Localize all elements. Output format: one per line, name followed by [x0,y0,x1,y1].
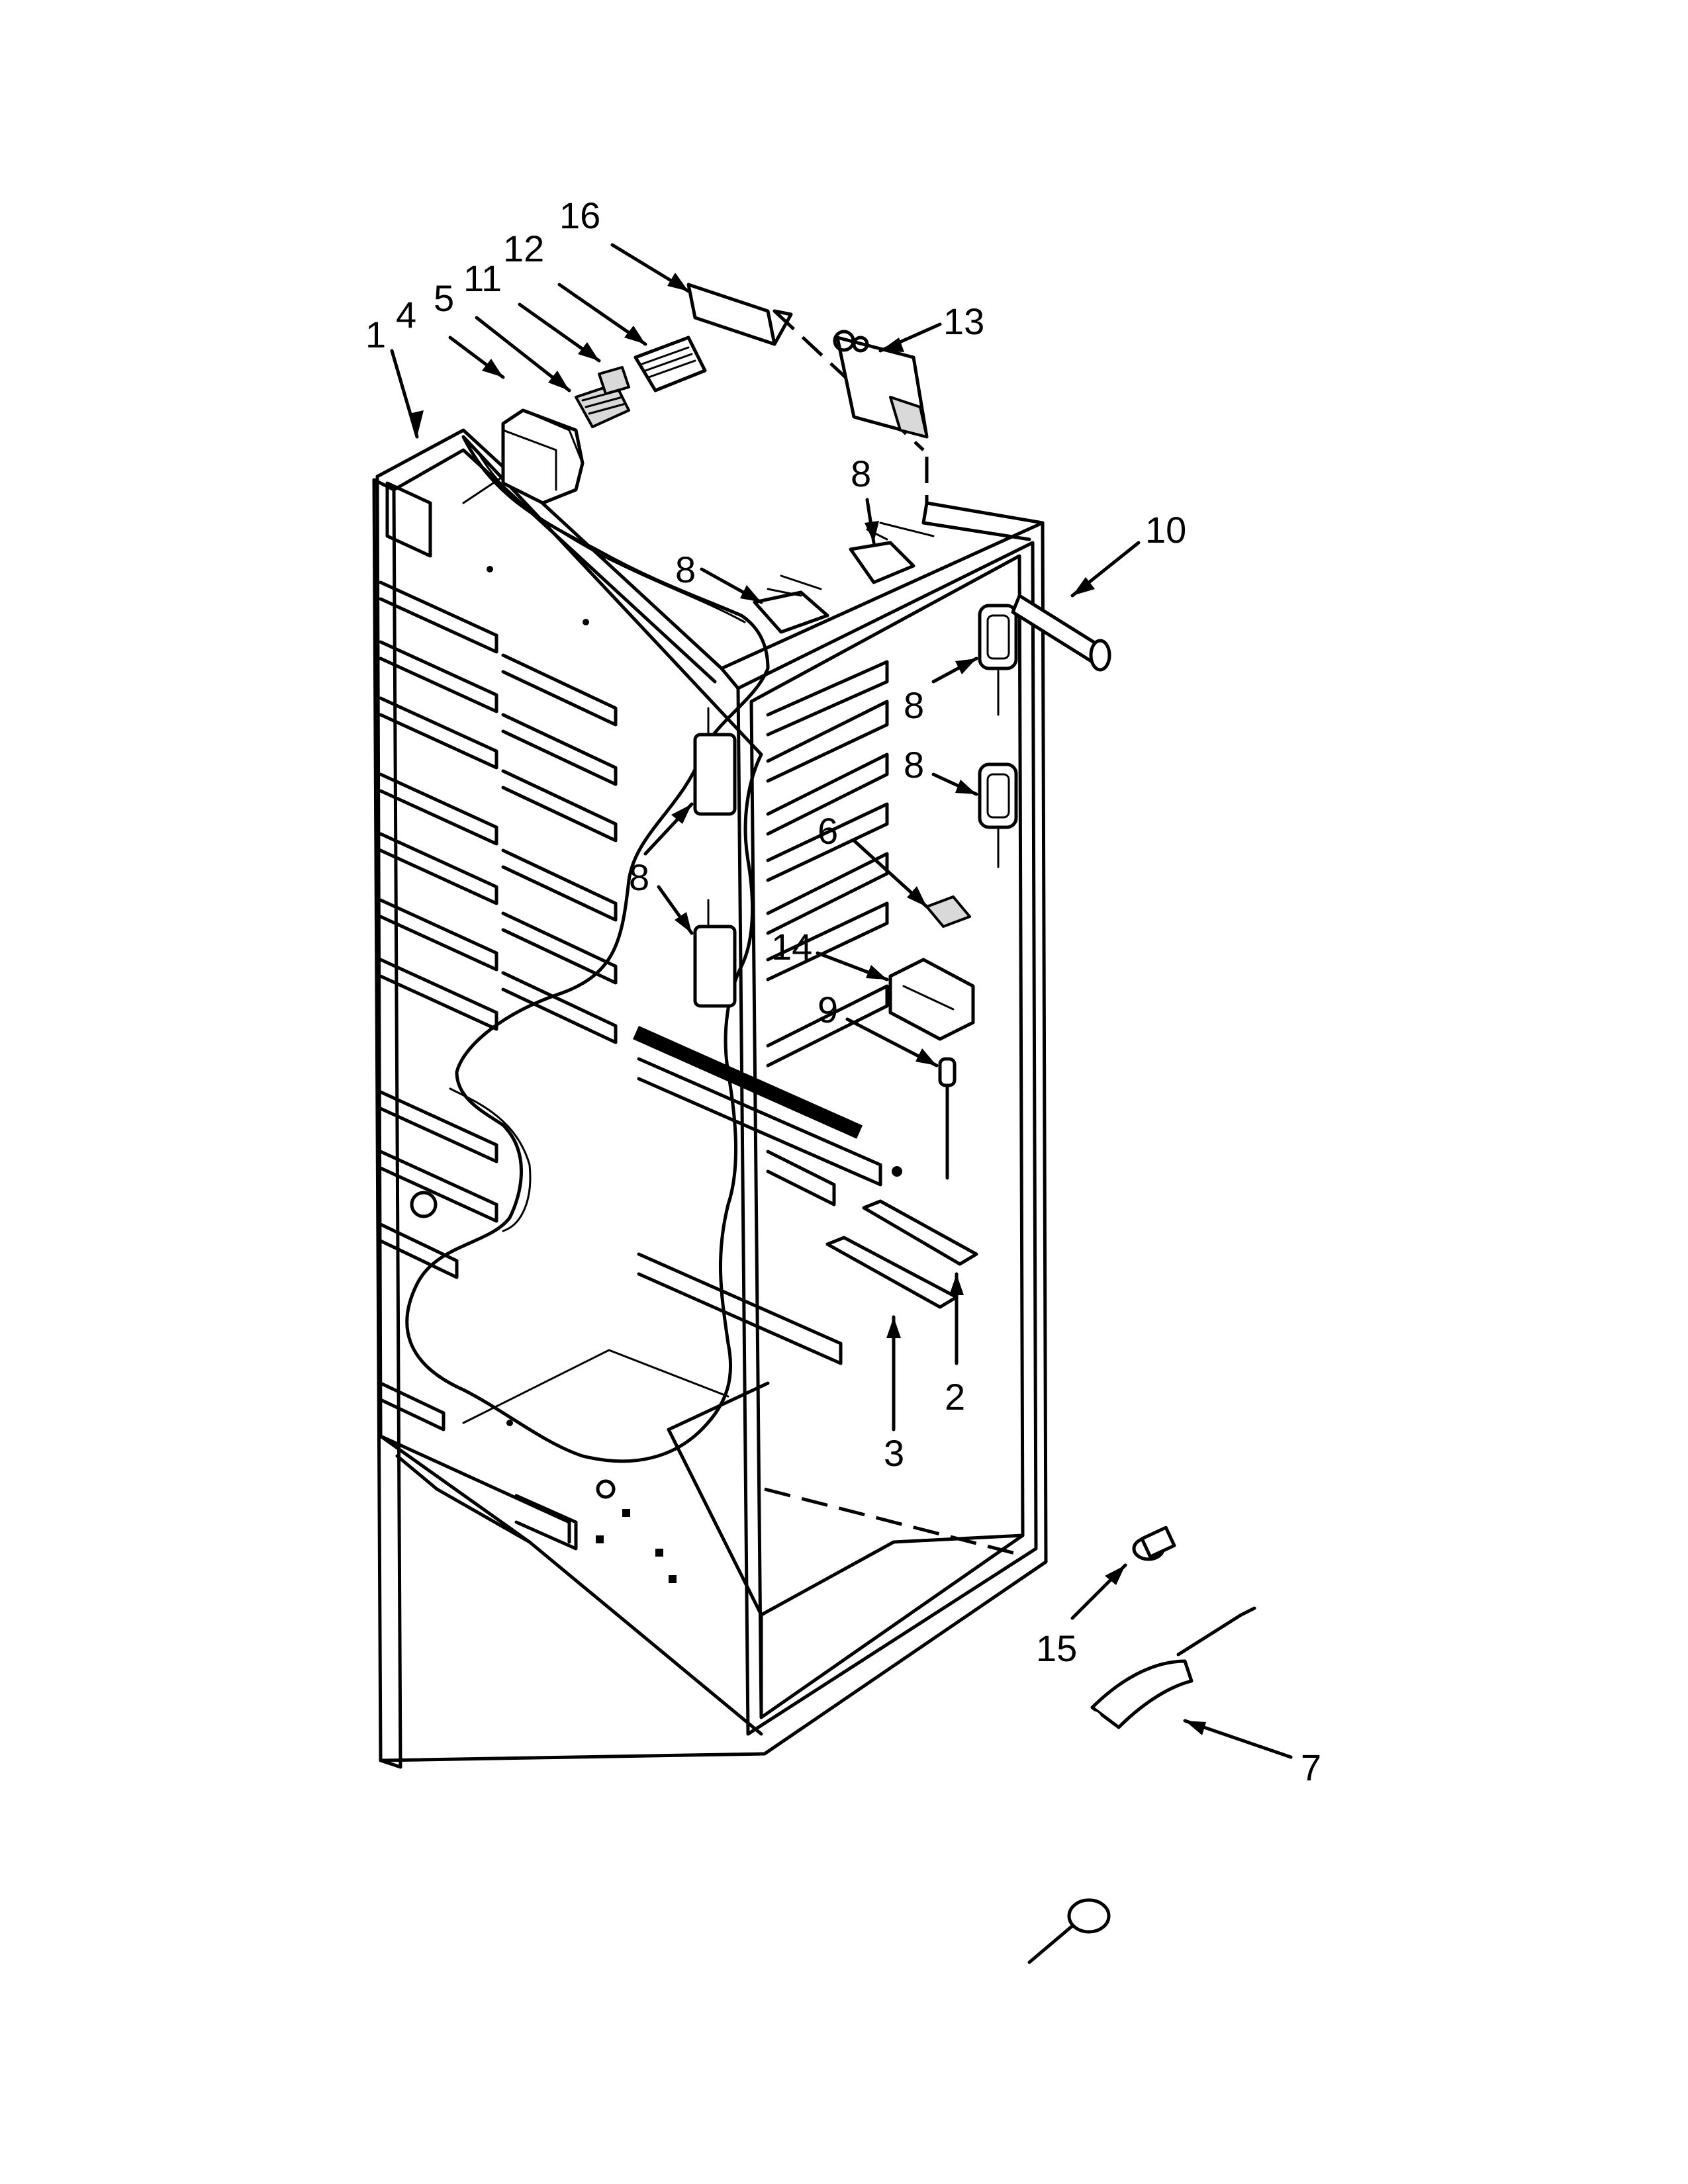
callout-labels: 1 4 5 11 12 16 13 8 8 10 8 8 6 8 14 9 3 … [365,195,1321,1788]
callout-8-top: 8 [851,453,871,494]
callout-14: 14 [771,926,812,968]
callout-8-right-upper: 8 [904,684,924,726]
callout-15: 15 [1036,1627,1077,1669]
callout-12: 12 [503,228,544,269]
callout-10: 10 [1145,509,1186,551]
part-8-socket-left-lower[interactable] [693,899,737,1008]
part-8-socket-left-upper[interactable] [693,707,737,816]
part-6-switch[interactable] [925,895,971,928]
callout-2: 2 [945,1376,965,1418]
part-8-light-lower[interactable] [978,762,1018,868]
callout-6: 6 [818,810,838,852]
shelf-rails-right [633,660,889,1365]
callout-4: 4 [396,294,416,336]
shelf-rails-left [379,580,618,1551]
callout-13: 13 [943,300,984,342]
part-12-bracket[interactable] [633,336,707,392]
part-14-housing[interactable] [888,958,975,1041]
callout-8-left: 8 [629,856,649,898]
callout-9: 9 [818,989,838,1030]
callout-8-right-lower: 8 [904,744,924,786]
part-10-tube[interactable] [1011,594,1111,672]
part-8-socket-top[interactable] [849,522,935,584]
part-8-light-upper[interactable] [978,604,1018,716]
part-13-damper[interactable] [833,330,929,439]
part-4-housing[interactable] [462,408,585,505]
part-9-thermistor[interactable] [938,1057,957,1180]
part-8-socket-mid[interactable] [753,574,829,634]
callout-16: 16 [559,195,600,236]
part-7-water-line[interactable] [1018,1606,1256,1964]
callout-11: 11 [463,257,502,299]
part-2-plate[interactable] [862,1199,978,1266]
callout-3: 3 [884,1432,904,1474]
refrigerator-liner [372,310,1048,1769]
callout-7: 7 [1301,1747,1321,1788]
callout-5: 5 [434,277,454,319]
part-16-cover[interactable] [686,283,793,346]
callout-1: 1 [365,314,386,355]
part-15-fitting[interactable] [1132,1525,1176,1561]
callout-arrows [390,243,1293,1759]
part-11-grille[interactable] [598,366,630,395]
callout-8-mid: 8 [675,549,696,590]
part-5-grille[interactable] [575,383,630,428]
